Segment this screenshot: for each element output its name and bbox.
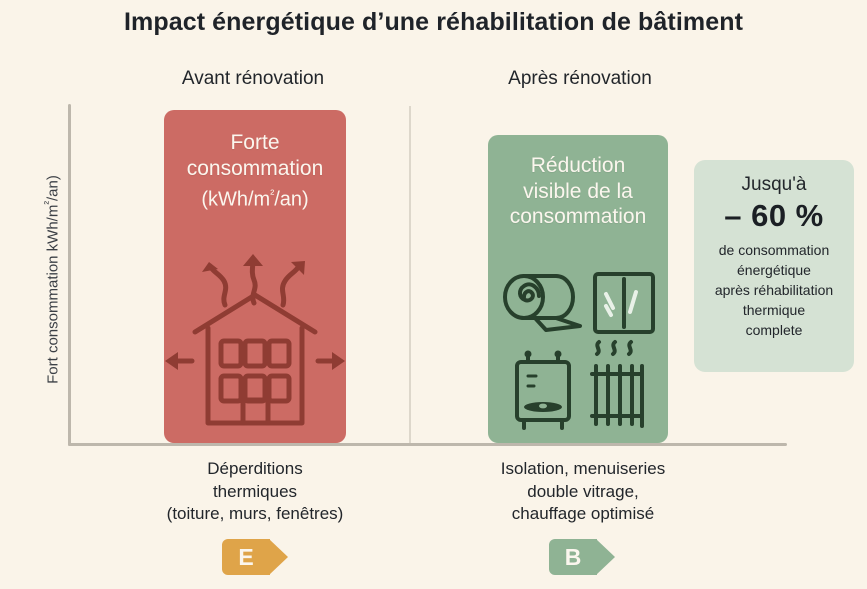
bar-before-unit-sup: ² [270, 187, 275, 202]
savings-callout: Jusqu'à – 60 % de consommation énergétiq… [694, 160, 854, 372]
callout-body-line5: complete [745, 321, 803, 338]
bar-before-renovation: Forte consommation (kWh/m²/an) [164, 110, 346, 443]
y-axis-line [68, 104, 71, 446]
bar-after-label: Réduction visible de la consommation [510, 135, 647, 230]
heat-arrow-right-up-icon [280, 261, 305, 308]
y-axis-label: Fort consommation kWh/m²/an) [43, 110, 62, 450]
column-heading-after: Après rénovation [508, 68, 652, 89]
caption-before: Déperditions thermiques (toiture, murs, … [125, 458, 385, 526]
callout-prefix: Jusqu'à [741, 174, 807, 195]
bar-before-unit-prefix: (kWh/m [201, 188, 271, 211]
heat-arrow-left-icon [165, 352, 195, 370]
bar-before-line1: Forte [230, 131, 280, 154]
x-axis-line [68, 443, 787, 446]
heat-arrow-right-icon [315, 352, 345, 370]
boiler-icon [515, 350, 571, 430]
dpe-badge-after: B [549, 539, 615, 575]
renovation-measures-illustration [494, 262, 664, 432]
y-axis-label-superscript: ² [42, 200, 55, 205]
house-outline-icon [192, 292, 318, 426]
callout-body-line1: de consommation [718, 242, 830, 258]
caption-after-line3: chauffage optimisé [511, 504, 655, 524]
dpe-badge-before: E [222, 539, 288, 575]
page-title: Impact énergétique d’une réhabilitation … [123, 8, 744, 36]
radiator-icon [590, 340, 644, 428]
caption-after: Isolation, menuiseries double vitrage, c… [443, 458, 723, 526]
caption-before-line2: thermiques [212, 481, 298, 501]
double-glazing-window-icon [593, 272, 655, 334]
bar-after-line3: consommation [509, 205, 647, 229]
bar-after-line2: visible de la [523, 179, 633, 203]
caption-before-line3: (toiture, murs, fenêtres) [166, 504, 344, 524]
y-axis-label-tail: /an) [44, 175, 62, 201]
bar-after-line1: Réduction [530, 154, 626, 177]
callout-percentage: – 60 % [724, 198, 824, 233]
column-divider [409, 106, 411, 443]
callout-body-line3: après réhabilitation [714, 281, 834, 298]
bar-before-unit-suffix: /an) [274, 188, 309, 211]
callout-body-line4: thermique [742, 301, 806, 318]
dpe-badge-before-wrap: E [222, 539, 288, 575]
caption-before-line1: Déperditions [207, 459, 303, 478]
callout-description: de consommation énergétique après réhabi… [702, 241, 846, 340]
caption-after-line1: Isolation, menuiseries [500, 459, 666, 478]
column-heading-before: Avant rénovation [181, 68, 325, 89]
bar-before-unit: (kWh/m²/an) [201, 187, 308, 212]
caption-after-line2: double vitrage, [527, 481, 639, 501]
insulation-roll-icon [503, 274, 582, 332]
bar-before-label: Forte consommation [187, 110, 324, 181]
callout-body-line2: énergétique [737, 261, 811, 278]
heat-arrow-left-up-icon [202, 262, 229, 308]
heat-loss-illustration [164, 248, 346, 438]
dpe-badge-before-letter: E [238, 543, 254, 570]
y-axis-label-main: Fort consommation kWh/m [44, 204, 62, 384]
bar-before-line2: consommation [186, 156, 324, 180]
dpe-badge-after-letter: B [564, 543, 582, 570]
dpe-badge-after-wrap: B [549, 539, 615, 575]
